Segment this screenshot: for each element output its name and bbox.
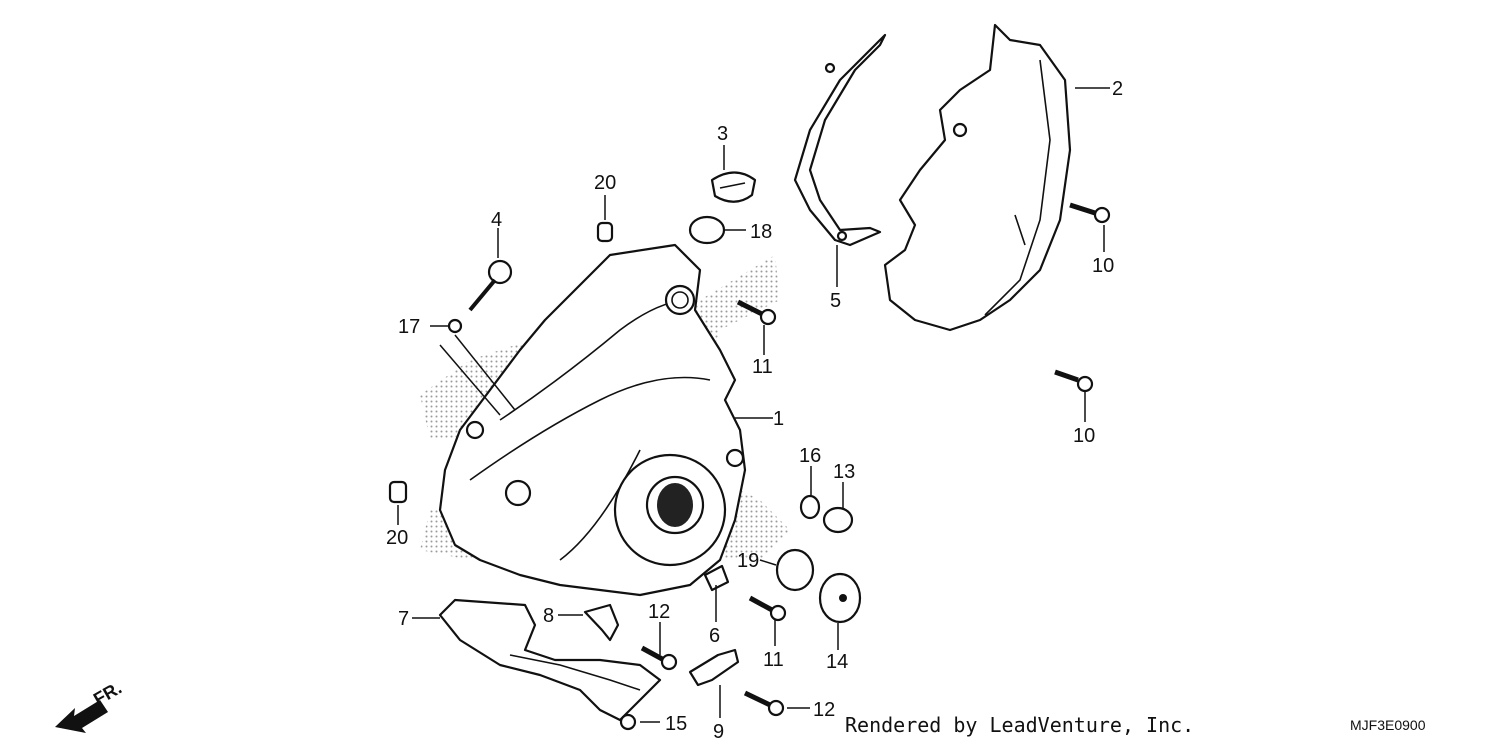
callout-17: 17 xyxy=(398,316,420,338)
callout-11-bottom: 11 xyxy=(763,649,784,671)
callout-6: 6 xyxy=(709,625,720,647)
o-ring-16 xyxy=(799,494,821,520)
callout-14: 14 xyxy=(826,651,848,673)
clip-6 xyxy=(703,564,730,592)
callout-2: 2 xyxy=(1112,78,1123,100)
callout-20-top: 20 xyxy=(594,172,616,194)
fastener-15 xyxy=(619,713,637,731)
bracket-9 xyxy=(688,648,740,687)
dowel-pin-bottom xyxy=(388,480,408,504)
callouts: 1 2 3 4 5 6 7 8 9 10 10 11 11 12 12 13 1… xyxy=(386,78,1123,743)
credit-text: Rendered by LeadVenture, Inc. xyxy=(845,713,1194,737)
callout-1: 1 xyxy=(773,408,784,430)
o-ring-18 xyxy=(688,215,726,245)
callout-4: 4 xyxy=(491,209,502,231)
callout-15: 15 xyxy=(665,713,687,735)
callout-18: 18 xyxy=(750,221,772,243)
washer-17 xyxy=(447,318,463,334)
callout-19: 19 xyxy=(737,550,759,572)
callout-3: 3 xyxy=(717,123,728,145)
front-direction-arrow-icon: FR. xyxy=(55,678,125,733)
leader-lines xyxy=(397,87,1110,723)
callout-7: 7 xyxy=(398,608,409,630)
o-ring-19 xyxy=(775,548,815,592)
guard-7 xyxy=(438,598,662,722)
callout-10-top: 10 xyxy=(1092,255,1114,277)
callout-9: 9 xyxy=(713,721,724,743)
bolts xyxy=(640,202,1111,717)
callout-20-bottom: 20 xyxy=(386,527,408,549)
callout-16: 16 xyxy=(799,445,821,467)
callout-12-bottom: 12 xyxy=(813,699,835,721)
sprocket-cover xyxy=(883,23,1072,332)
dowel-pin-top xyxy=(596,221,614,243)
callout-5: 5 xyxy=(830,290,841,312)
cover-14 xyxy=(818,572,862,624)
callout-13: 13 xyxy=(833,461,855,483)
drain-bolt xyxy=(468,259,513,312)
bracket-8 xyxy=(583,603,620,642)
guide-plate xyxy=(793,33,887,247)
diagram-code: MJF3E0900 xyxy=(1350,717,1426,733)
callout-12-top: 12 xyxy=(648,601,670,623)
cap-13 xyxy=(822,506,854,534)
filler-cap xyxy=(710,171,757,203)
crankcase-cover xyxy=(438,243,747,597)
callout-10-bottom: 10 xyxy=(1073,425,1095,447)
callout-11-top: 11 xyxy=(752,356,773,378)
callout-8: 8 xyxy=(543,605,554,627)
